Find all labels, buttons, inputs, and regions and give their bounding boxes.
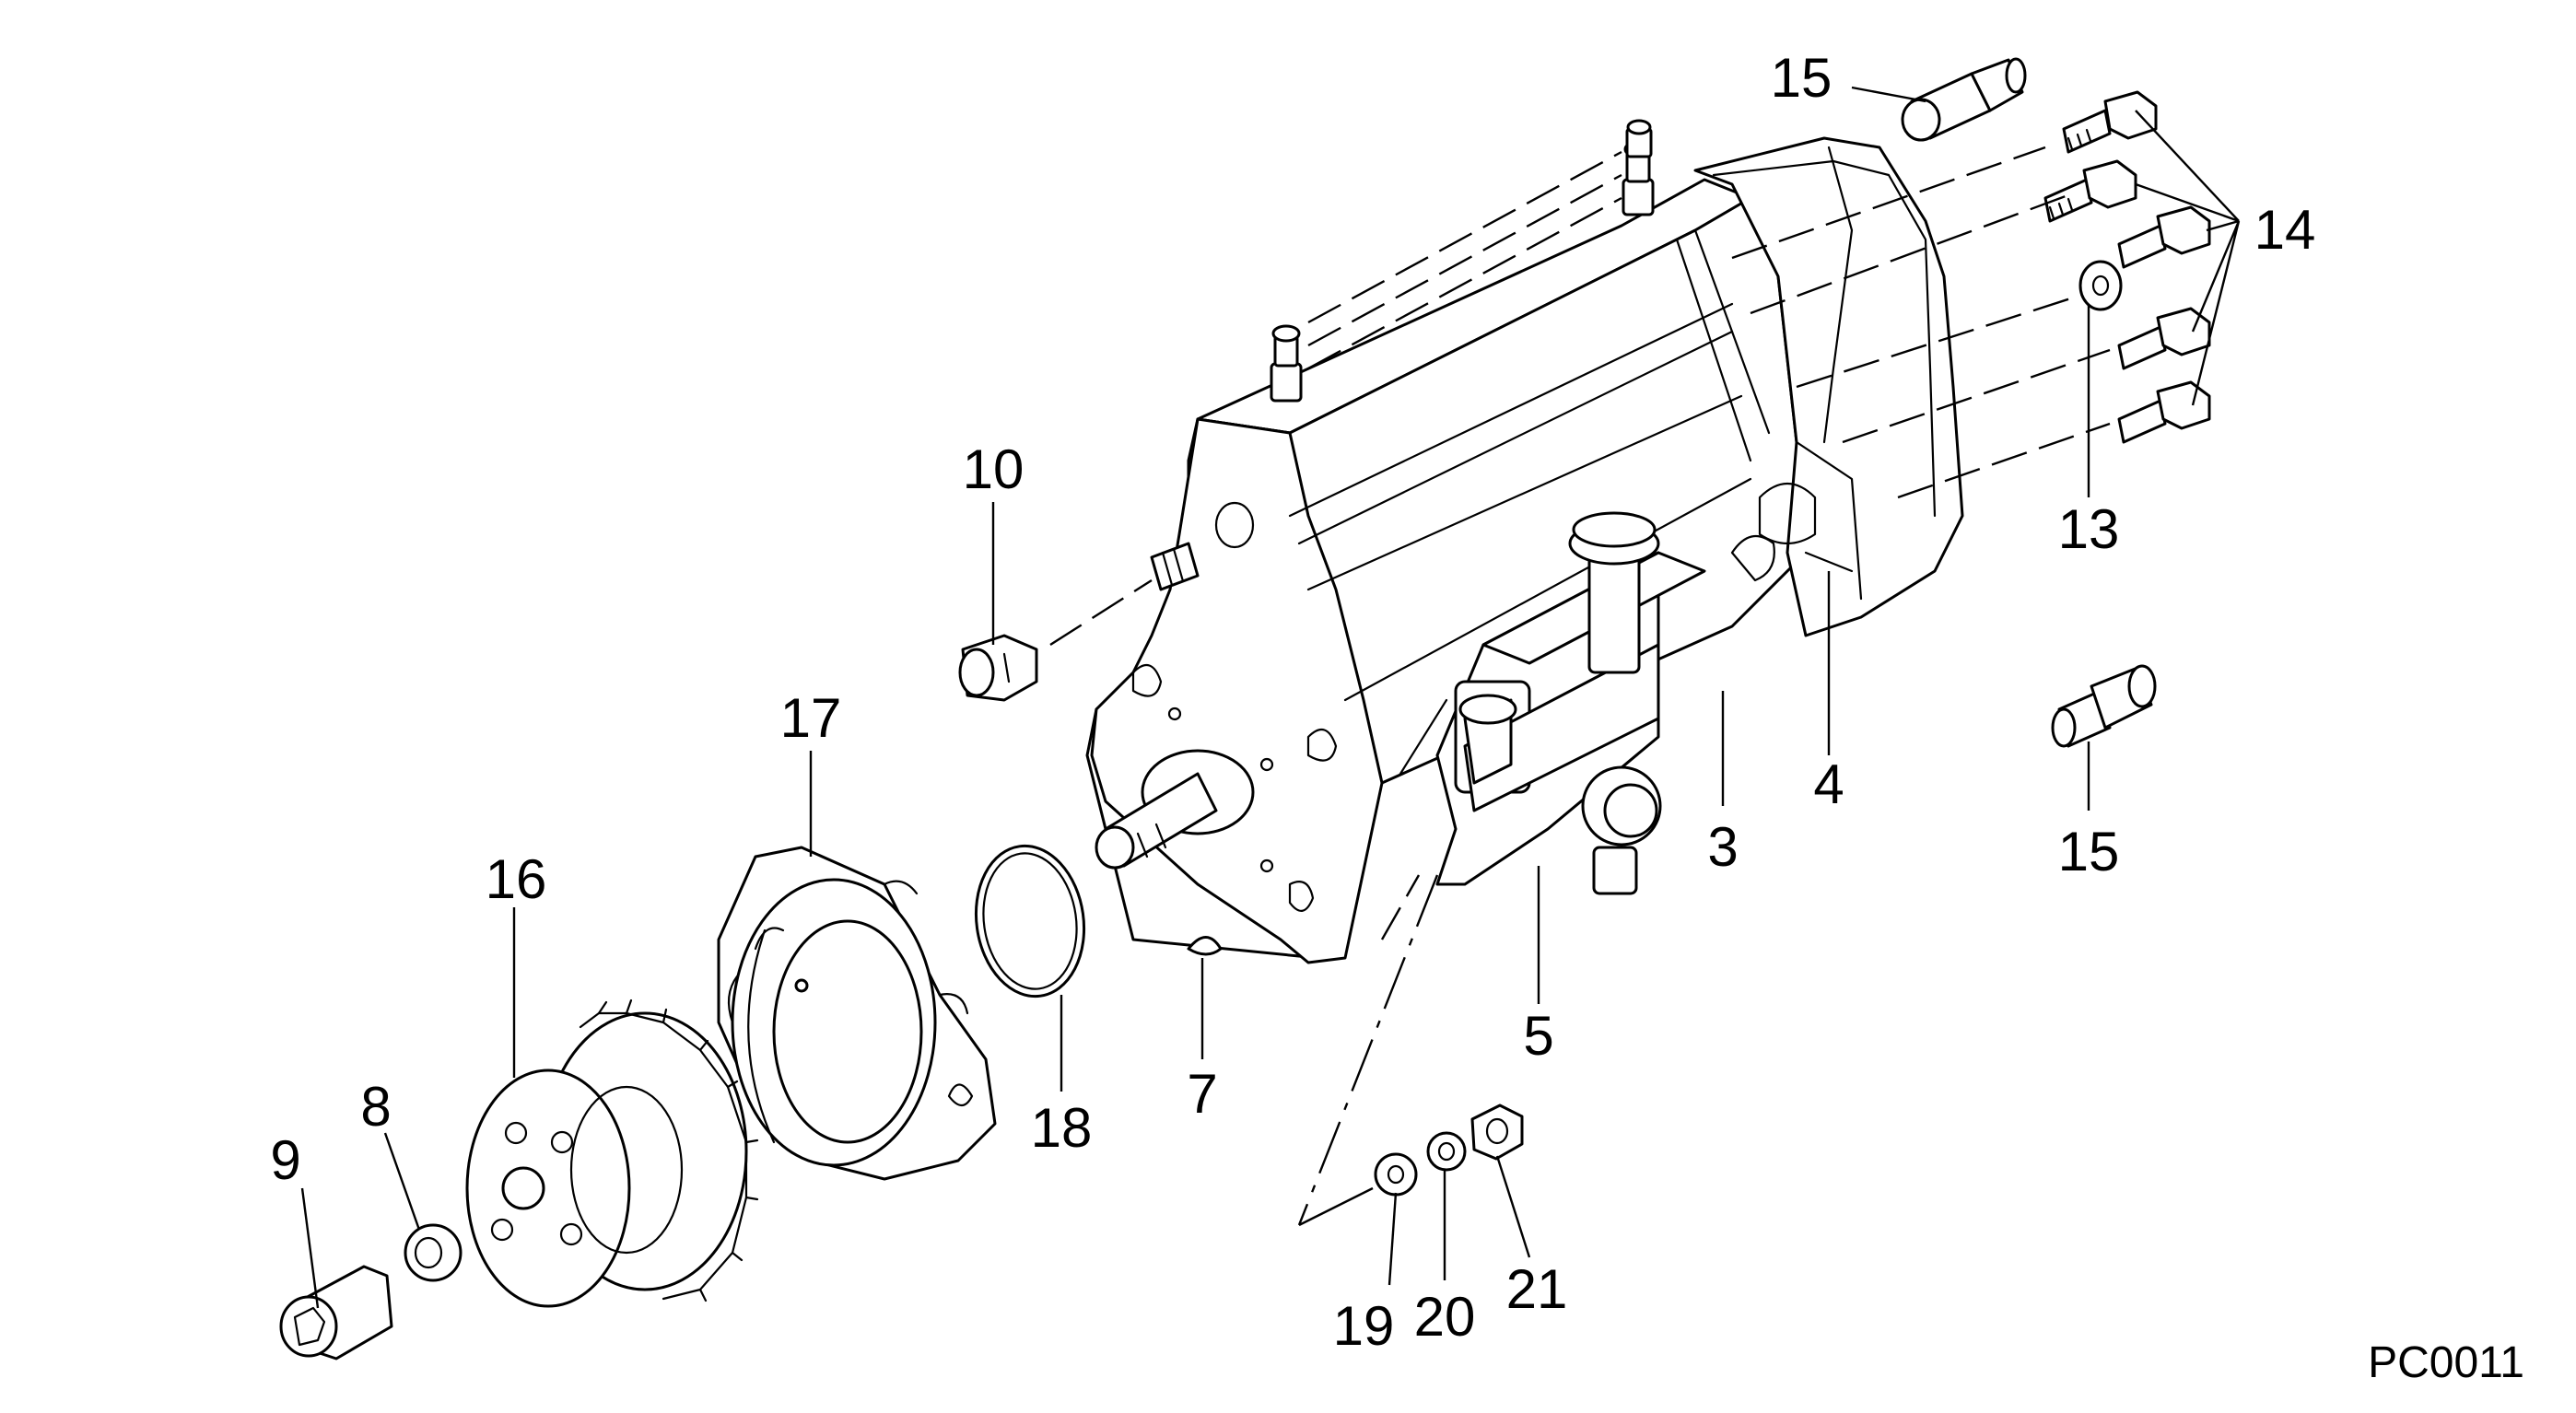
callout-10: 10 xyxy=(963,438,1025,500)
drawing-code: PC0011 xyxy=(2368,1338,2524,1387)
callout-4: 4 xyxy=(1813,753,1844,815)
nut-21 xyxy=(1470,1104,1524,1161)
delivery-valve-fitting-3 xyxy=(1625,119,1653,158)
flange-plate-17 xyxy=(717,846,997,1181)
plug-10 xyxy=(958,634,1038,702)
callout-9: 9 xyxy=(270,1129,300,1191)
callout-20: 20 xyxy=(1414,1286,1476,1348)
dowel-pin-15-top xyxy=(1901,57,2027,142)
woodruff-key-7 xyxy=(1187,936,1223,956)
feed-pump xyxy=(1399,511,1706,895)
washer-13 xyxy=(2078,260,2123,311)
stud xyxy=(1150,542,1200,591)
callout-16: 16 xyxy=(486,848,547,910)
callout-18: 18 xyxy=(1031,1097,1093,1159)
callout-labels: 3 4 5 7 8 9 10 13 14 15 15 16 17 18 19 2… xyxy=(270,47,2524,1387)
washer-8 xyxy=(404,1223,463,1282)
callout-15-top: 15 xyxy=(1771,47,1832,109)
callout-5: 5 xyxy=(1523,1005,1553,1067)
callout-21: 21 xyxy=(1506,1258,1568,1320)
callout-15-right: 15 xyxy=(2058,821,2120,882)
governor-housing xyxy=(1693,136,1964,637)
drive-gear-16 xyxy=(465,998,759,1308)
washer-19 xyxy=(1374,1152,1418,1197)
leader-lines xyxy=(300,86,2241,1309)
o-ring-18 xyxy=(974,844,1086,998)
callout-13: 13 xyxy=(2058,498,2120,560)
delivery-valve-fitting-1 xyxy=(1270,324,1303,403)
dowel-pin-15-right xyxy=(2051,664,2157,748)
callout-17: 17 xyxy=(780,687,842,749)
callout-7: 7 xyxy=(1187,1063,1217,1125)
nut-9 xyxy=(279,1265,393,1360)
callout-3: 3 xyxy=(1707,816,1738,878)
callout-14: 14 xyxy=(2254,199,2316,261)
bolts-14 xyxy=(2043,90,2211,444)
callout-19: 19 xyxy=(1333,1295,1395,1357)
drive-shaft xyxy=(1095,749,1255,870)
lock-washer-20 xyxy=(1426,1131,1467,1172)
callout-8: 8 xyxy=(360,1076,391,1138)
